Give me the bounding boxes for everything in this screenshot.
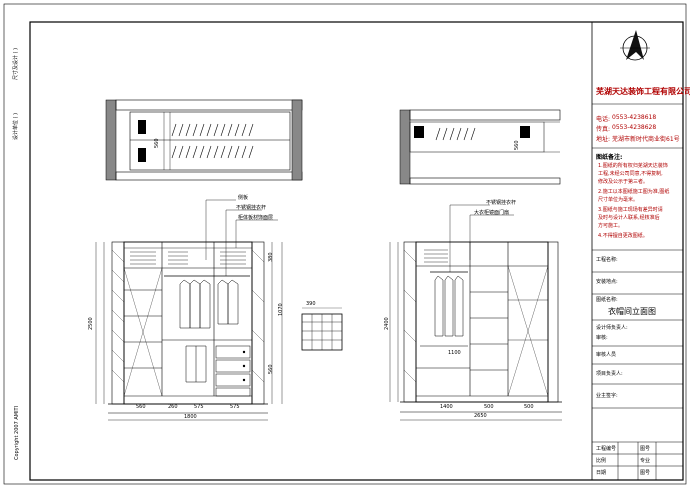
notes-title: 图纸备注: — [596, 154, 623, 161]
note-line: 方可施工。 — [598, 223, 624, 229]
drawing-name: 衣帽间立面图 — [608, 307, 656, 316]
company-fax-label: 传真: — [596, 126, 611, 133]
bottom-cell: 专业 — [640, 458, 651, 464]
drawing-name-label: 图纸名称: — [596, 297, 618, 303]
bottom-cell: 日期 — [596, 470, 607, 476]
project-name-label: 工程名称: — [596, 257, 618, 263]
callout-label: 不锈钢挂衣杆 — [236, 205, 267, 211]
company-tel-label: 电话: — [596, 116, 611, 123]
callout-label: 侧板 — [238, 195, 249, 201]
dim-total: 2650 — [474, 413, 487, 419]
company-addr: 芜湖市新时代商业街61号 — [612, 136, 680, 143]
dim-label: 500 — [484, 404, 494, 410]
right-elevation — [389, 204, 562, 421]
dim-left: 2400 — [384, 317, 390, 330]
dim-label: 575 — [230, 404, 240, 410]
owner-sign-label: 业主签字: — [596, 393, 618, 399]
dim-mid: 1100 — [448, 350, 461, 356]
dim-label: 560 — [136, 404, 146, 410]
project-manager-label: 项目负责人: — [596, 371, 623, 377]
outer-frame — [3, 3, 687, 485]
note-line: 工程,未经公司同意,不得复制, — [598, 171, 663, 177]
callout-label: 不锈钢挂衣杆 — [486, 200, 517, 206]
company-name: 芜湖天达装饰工程有限公司 — [596, 87, 690, 96]
left-plan-view: 560 — [105, 99, 303, 181]
dim-right: 380 — [268, 252, 274, 262]
bottom-cell: 工程编号 — [596, 446, 617, 452]
location-label: 安装地点: — [596, 279, 618, 285]
reviewer-label: 审核: — [596, 335, 608, 341]
dim-right: 560 — [268, 364, 274, 374]
right-plan-view: 560 — [399, 109, 561, 185]
dim-label: 575 — [194, 404, 204, 410]
detail-dim: 390 — [306, 301, 316, 307]
bottom-cell: 图号 — [640, 446, 651, 452]
bottom-cell: 图号 — [640, 470, 651, 476]
side-label: 设计单位 ( ) — [13, 112, 19, 140]
note-line: 2.施工以本图纸施工图为准,图纸 — [598, 189, 670, 195]
note-line: 修改及公示于第三者。 — [598, 179, 649, 185]
dim-label: 260 — [168, 404, 178, 410]
company-addr-label: 地址: — [596, 136, 611, 143]
inner-frame — [29, 21, 684, 481]
left-plan-dim: 560 — [154, 138, 160, 148]
company-tel: 0553-4238618 — [612, 114, 657, 121]
note-line: 1.图纸的所有权归芜湖天达装饰 — [598, 163, 668, 169]
right-plan-dim: 560 — [514, 140, 520, 150]
bottom-cell: 比例 — [596, 458, 607, 464]
side-label: 尺寸及设计 ( ) — [13, 47, 19, 80]
callout-label: 大衣柜镜面门扇 — [474, 210, 510, 216]
designer-label: 设计师负责人: — [596, 325, 628, 331]
note-line: 尺寸单位为毫米。 — [598, 197, 639, 203]
note-line: 及时与设计人联系,经核准后 — [598, 215, 660, 221]
company-fax: 0553-4238628 — [612, 124, 657, 131]
dim-label: 500 — [524, 404, 534, 410]
dim-right: 1070 — [278, 303, 284, 316]
dim-total: 1800 — [184, 414, 197, 420]
note-line: 3.图纸与施工现场有差异时请 — [598, 207, 663, 213]
callout-label: 柜体板材饰面层 — [238, 215, 274, 221]
technical-label: 审核人员 — [596, 352, 617, 358]
copyright: Copyright 2007 AMITI — [14, 405, 20, 460]
shelf-detail — [301, 307, 343, 351]
company-logo — [620, 30, 650, 61]
note-line: 4.不得擅自更改图纸。 — [598, 233, 648, 239]
dim-label: 1400 — [440, 404, 453, 410]
dim-left: 2500 — [88, 317, 94, 330]
left-elevation — [95, 199, 283, 421]
